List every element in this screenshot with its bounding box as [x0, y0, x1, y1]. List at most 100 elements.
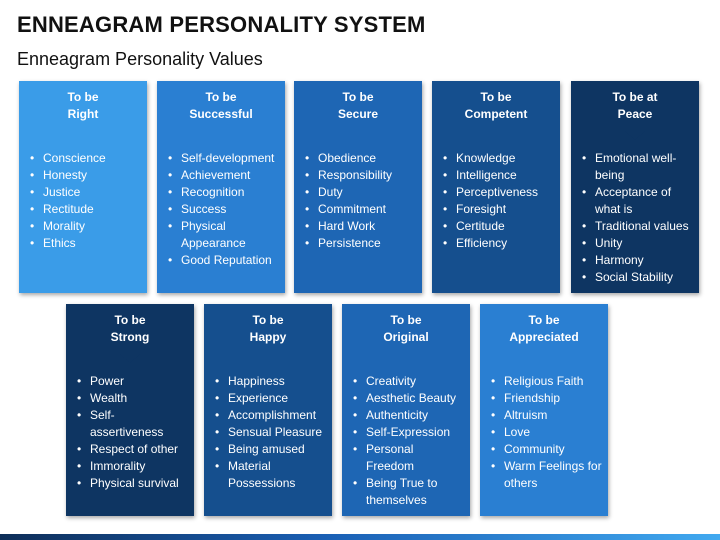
value-card: To be OriginalCreativityAesthetic Beauty…: [342, 304, 470, 516]
value-list-item: Friendship: [488, 390, 602, 407]
value-list-item: Accomplishment: [212, 407, 326, 424]
value-list-item: Love: [488, 424, 602, 441]
value-card-body: ConscienceHonestyJusticeRectitudeMoralit…: [19, 131, 147, 260]
value-list-item: Acceptance of what is: [579, 184, 693, 218]
value-card-header: To be at Peace: [571, 81, 699, 140]
value-list: Emotional well-beingAcceptance of what i…: [579, 150, 693, 286]
value-list-item: Intelligence: [440, 167, 554, 184]
page-title: ENNEAGRAM PERSONALITY SYSTEM: [17, 12, 426, 37]
value-card: To be SuccessfulSelf-developmentAchievem…: [157, 81, 285, 293]
value-list-item: Commitment: [302, 201, 416, 218]
value-list: ConscienceHonestyJusticeRectitudeMoralit…: [27, 150, 141, 252]
value-list-item: Efficiency: [440, 235, 554, 252]
value-card: To be StrongPowerWealthSelf-assertivenes…: [66, 304, 194, 516]
value-list-item: Self-Expression: [350, 424, 464, 441]
value-list-item: Sensual Pleasure: [212, 424, 326, 441]
value-list-item: Morality: [27, 218, 141, 235]
value-card-body: HappinessExperienceAccomplishmentSensual…: [204, 354, 332, 500]
value-card-heading: To be Strong: [110, 313, 150, 344]
value-list-item: Community: [488, 441, 602, 458]
footer-bar: [0, 534, 720, 540]
value-list-item: Recognition: [165, 184, 279, 201]
value-card-body: CreativityAesthetic BeautyAuthenticitySe…: [342, 354, 470, 517]
value-card-heading: To be at Peace: [612, 90, 658, 121]
value-list-item: Social Stability: [579, 269, 693, 286]
value-card-header: To be Secure: [294, 81, 422, 140]
value-card-heading: To be Right: [67, 90, 99, 121]
value-list-item: Ethics: [27, 235, 141, 252]
value-list-item: Aesthetic Beauty: [350, 390, 464, 407]
value-card: To be HappyHappinessExperienceAccomplish…: [204, 304, 332, 516]
value-card: To be at PeaceEmotional well-beingAccept…: [571, 81, 699, 293]
value-list-item: Knowledge: [440, 150, 554, 167]
value-card-heading: To be Original: [383, 313, 429, 344]
value-list-item: Rectitude: [27, 201, 141, 218]
value-list-item: Foresight: [440, 201, 554, 218]
value-list-item: Immorality: [74, 458, 188, 475]
value-card: To be SecureObedienceResponsibilityDutyC…: [294, 81, 422, 293]
value-list-item: Personal Freedom: [350, 441, 464, 475]
value-list: Religious FaithFriendshipAltruismLoveCom…: [488, 373, 602, 492]
value-list: CreativityAesthetic BeautyAuthenticitySe…: [350, 373, 464, 509]
value-card: To be AppreciatedReligious FaithFriendsh…: [480, 304, 608, 516]
value-list-item: Being amused: [212, 441, 326, 458]
value-list-item: Creativity: [350, 373, 464, 390]
value-list-item: Hard Work: [302, 218, 416, 235]
page-subtitle: Enneagram Personality Values: [17, 49, 263, 69]
value-card-body: KnowledgeIntelligencePerceptivenessFores…: [432, 131, 560, 260]
value-list-item: Harmony: [579, 252, 693, 269]
value-list-item: Wealth: [74, 390, 188, 407]
value-card-header: To be Right: [19, 81, 147, 140]
value-list-item: Physical Appearance: [165, 218, 279, 252]
value-card: To be RightConscienceHonestyJusticeRecti…: [19, 81, 147, 293]
value-list-item: Being True to themselves: [350, 475, 464, 509]
value-list-item: Certitude: [440, 218, 554, 235]
value-list-item: Altruism: [488, 407, 602, 424]
value-card-body: ObedienceResponsibilityDutyCommitmentHar…: [294, 131, 422, 260]
value-list-item: Emotional well-being: [579, 150, 693, 184]
value-list-item: Authenticity: [350, 407, 464, 424]
value-list-item: Self-development: [165, 150, 279, 167]
value-card-body: Emotional well-beingAcceptance of what i…: [571, 131, 699, 294]
value-list-item: Responsibility: [302, 167, 416, 184]
value-card: To be CompetentKnowledgeIntelligencePerc…: [432, 81, 560, 293]
value-list-item: Achievement: [165, 167, 279, 184]
value-list-item: Honesty: [27, 167, 141, 184]
value-card-header: To be Original: [342, 304, 470, 363]
value-list-item: Material Possessions: [212, 458, 326, 492]
value-list-item: Duty: [302, 184, 416, 201]
value-list-item: Traditional values: [579, 218, 693, 235]
value-list-item: Experience: [212, 390, 326, 407]
value-list: PowerWealthSelf-assertivenessRespect of …: [74, 373, 188, 492]
value-card-heading: To be Successful: [189, 90, 253, 121]
value-list-item: Religious Faith: [488, 373, 602, 390]
value-card-body: PowerWealthSelf-assertivenessRespect of …: [66, 354, 194, 500]
value-list: ObedienceResponsibilityDutyCommitmentHar…: [302, 150, 416, 252]
value-list-item: Power: [74, 373, 188, 390]
value-list-item: Unity: [579, 235, 693, 252]
value-list: KnowledgeIntelligencePerceptivenessFores…: [440, 150, 554, 252]
value-list-item: Persistence: [302, 235, 416, 252]
value-list: HappinessExperienceAccomplishmentSensual…: [212, 373, 326, 492]
value-card-header: To be Appreciated: [480, 304, 608, 363]
value-card-heading: To be Appreciated: [509, 313, 579, 344]
value-card-header: To be Competent: [432, 81, 560, 140]
value-list: Self-developmentAchievementRecognitionSu…: [165, 150, 279, 269]
value-list-item: Obedience: [302, 150, 416, 167]
value-card-heading: To be Happy: [249, 313, 287, 344]
value-list-item: Success: [165, 201, 279, 218]
value-card-body: Self-developmentAchievementRecognitionSu…: [157, 131, 285, 277]
value-list-item: Warm Feelings for others: [488, 458, 602, 492]
value-card-header: To be Happy: [204, 304, 332, 363]
value-card-heading: To be Secure: [337, 90, 379, 121]
value-list-item: Happiness: [212, 373, 326, 390]
value-card-heading: To be Competent: [464, 90, 528, 121]
value-card-body: Religious FaithFriendshipAltruismLoveCom…: [480, 354, 608, 500]
value-list-item: Physical survival: [74, 475, 188, 492]
value-list-item: Good Reputation: [165, 252, 279, 269]
value-list-item: Respect of other: [74, 441, 188, 458]
value-list-item: Self-assertiveness: [74, 407, 188, 441]
value-card-header: To be Successful: [157, 81, 285, 140]
value-list-item: Conscience: [27, 150, 141, 167]
value-list-item: Perceptiveness: [440, 184, 554, 201]
